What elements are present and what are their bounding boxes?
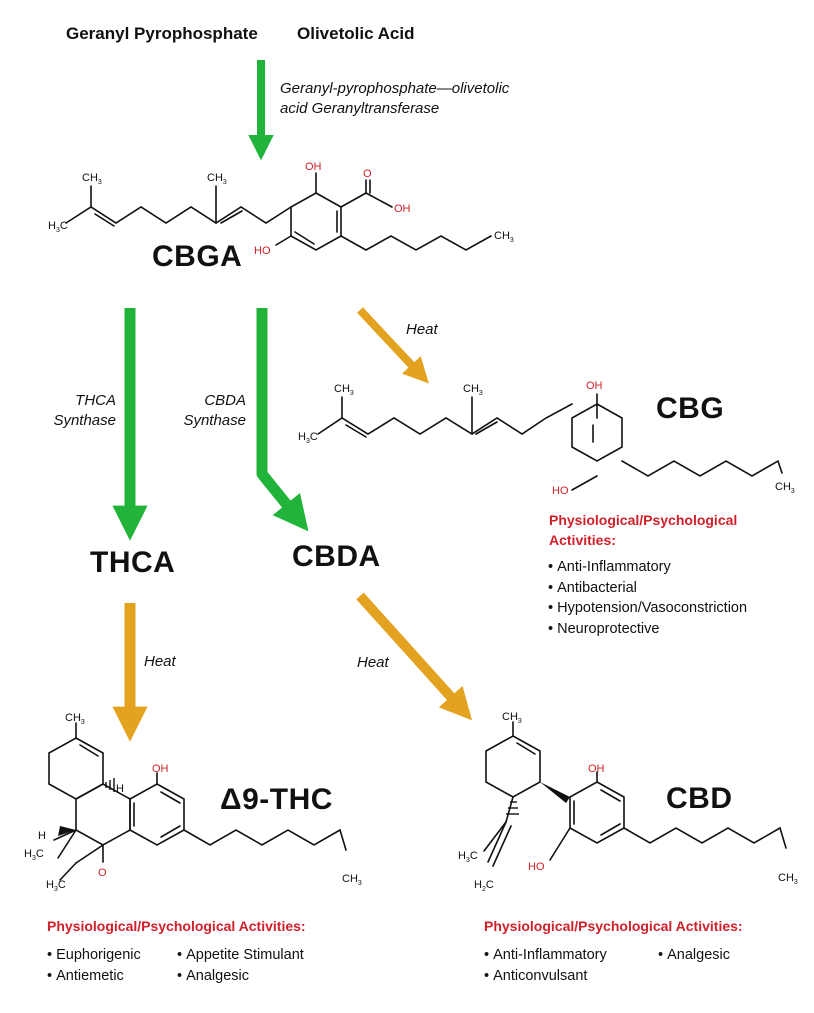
thc-name: Δ9-THC [220, 783, 333, 816]
cbd-hash-bond [506, 801, 519, 815]
cbg-h3c: H3C [298, 431, 318, 445]
activity-item: Appetite Stimulant [177, 945, 304, 966]
cbga-structure [65, 172, 492, 251]
thca-name: THCA [90, 546, 176, 579]
cbg-ch3-tail: CH3 [775, 481, 795, 495]
olivetolic-acid-label: Olivetolic Acid [297, 24, 415, 43]
thc-ring-o: O [98, 867, 107, 879]
cbg-ho: HO [552, 485, 569, 497]
cbd-activities-col1: Anti-Inflammatory Anticonvulsant [484, 945, 607, 986]
heat-label-thca-thc: Heat [144, 653, 176, 670]
geranyl-pyrophosphate-label: Geranyl Pyrophosphate [66, 24, 258, 43]
cbga-ch3-1: CH3 [82, 172, 102, 186]
thc-h3c-2: H3C [46, 879, 66, 893]
cbd-ch3: CH3 [502, 711, 522, 725]
thc-ch3: CH3 [65, 712, 85, 726]
activity-item: Analgesic [177, 966, 304, 987]
cbga-ho: HO [254, 245, 271, 257]
activity-item: Neuroprotective [548, 619, 747, 640]
cbga-carbonyl-o: O [363, 168, 372, 180]
activity-item: Antibacterial [548, 578, 747, 599]
cbd-ho: HO [528, 861, 545, 873]
thc-activities-col2: Appetite Stimulant Analgesic [177, 945, 304, 986]
cbd-ch3-tail: CH3 [778, 872, 798, 886]
heat-label-cbga-cbg: Heat [406, 321, 438, 338]
thc-activities-col1: Euphorigenic Antiemetic [47, 945, 141, 986]
cbga-cooh-oh: OH [394, 203, 411, 215]
cbd-h3c: H3C [458, 850, 478, 864]
cbg-ch3-1: CH3 [334, 383, 354, 397]
cbd-structure [483, 721, 787, 867]
activity-item: Hypotension/Vasoconstriction [548, 598, 747, 619]
cbg-ch3-2: CH3 [463, 383, 483, 397]
cbd-activities-heading: Physiological/Psychological Activities: [484, 918, 743, 934]
thc-h-upper: H [116, 783, 124, 795]
cbg-oh: OH [586, 380, 603, 392]
thc-ch3-tail: CH3 [342, 873, 362, 887]
cbd-oh: OH [588, 763, 605, 775]
cbg-activities-heading: Physiological/Psychological Activities: [549, 512, 738, 548]
arrow-cbga-to-cbda [256, 308, 309, 532]
thc-hash-bond [105, 778, 115, 792]
activity-item: Analgesic [658, 945, 730, 966]
activity-item: Anti-Inflammatory [484, 945, 607, 966]
thc-wedge-bond [58, 826, 76, 836]
activity-item: Anticonvulsant [484, 966, 607, 987]
thc-h3c-1: H3C [24, 848, 44, 862]
cbga-ch3-2: CH3 [207, 172, 227, 186]
heat-label-cbda-cbd: Heat [357, 654, 389, 671]
thca-synthase-label: THCA Synthase [53, 392, 116, 429]
cbga-oh-top: OH [305, 161, 322, 173]
cbd-activities-col2: Analgesic [658, 945, 730, 966]
cbd-h2c: H2C [474, 879, 494, 893]
cbga-ch3-tail: CH3 [494, 230, 514, 244]
activity-item: Euphorigenic [47, 945, 141, 966]
cbda-name: CBDA [292, 540, 381, 573]
geranyltransferase-label: Geranyl-pyrophosphate—olivetolic acid Ge… [280, 80, 510, 117]
activity-item: Anti-Inflammatory [548, 557, 747, 578]
thc-oh: OH [152, 763, 169, 775]
thc-h-lower: H [38, 830, 46, 842]
cbg-activities-list: Anti-Inflammatory Antibacterial Hypotens… [548, 557, 747, 639]
cbg-name: CBG [656, 392, 725, 425]
cbd-wedge-bond [540, 782, 570, 803]
arrow-cbga-to-cbg [357, 307, 429, 384]
cbga-h3c: H3C [48, 220, 68, 234]
thc-activities-heading: Physiological/Psychological Activities: [47, 918, 306, 934]
cbd-name: CBD [666, 782, 733, 815]
cbga-name: CBGA [152, 240, 243, 273]
activity-item: Antiemetic [47, 966, 141, 987]
arrow-cbda-to-cbd [356, 592, 473, 721]
cbda-synthase-label: CBDA Synthase [183, 392, 246, 429]
